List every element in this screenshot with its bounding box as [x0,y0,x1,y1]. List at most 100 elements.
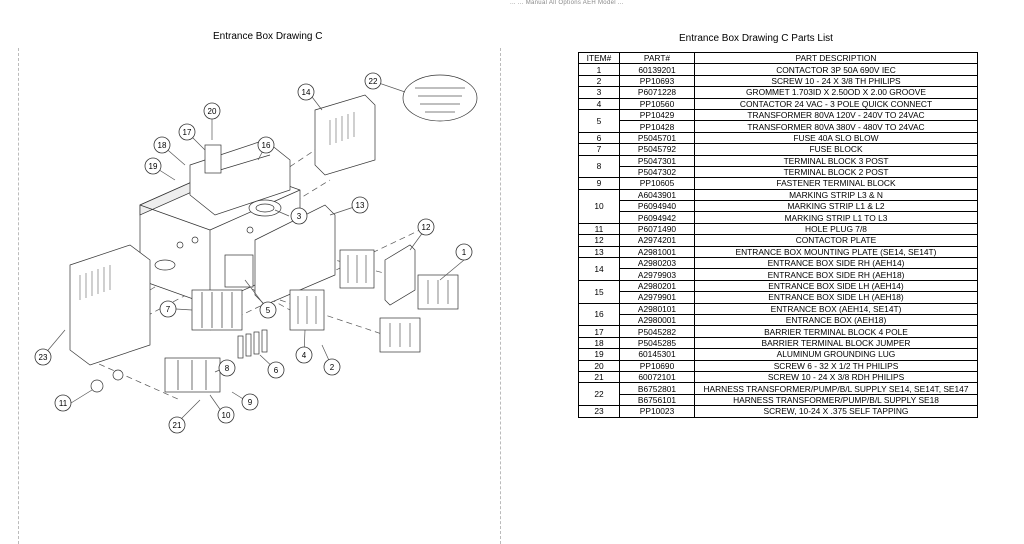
part-number-cell: P5047302 [619,165,695,179]
part-description-cell: TRANSFORMER 80VA 120V - 240V TO 24VAC [694,108,978,122]
fuse-parts [237,329,268,359]
item-number-cell: 19 [578,348,620,361]
part-number-cell: A2979901 [619,291,695,304]
balloon-label: 17 [183,128,192,137]
drawing-title: Entrance Box Drawing C [213,31,323,42]
part-description-cell: ALUMINUM GROUNDING LUG [694,348,978,361]
part-number-cell: P5045285 [619,336,695,350]
item-number-cell: 16 [578,302,620,327]
part-number-cell: A2979903 [619,268,695,281]
balloon-label: 8 [225,364,230,373]
balloon-20: 20 [203,102,221,120]
balloon-label: 20 [208,107,217,116]
part-number-cell: PP10560 [619,97,695,110]
header-description: PART DESCRIPTION [694,51,978,65]
item-number-cell: 4 [578,97,620,110]
header-part-number: PART# [619,51,695,65]
balloon-label: 6 [274,366,279,375]
balloon-16: 16 [257,136,275,154]
terminal-block-part [164,357,221,393]
part-description-cell: TERMINAL BLOCK 3 POST [694,154,978,167]
part-description-cell: CONTACTOR 24 VAC - 3 POLE QUICK CONNECT [694,97,978,110]
part-number-cell: PP10690 [619,359,695,372]
part-description-cell: FASTENER TERMINAL BLOCK [694,177,978,190]
part-description-cell: SCREW 6 - 32 X 1/2 TH PHILIPS [694,359,978,372]
part-number-cell: B6756101 [619,393,695,407]
item-number-cell: 17 [578,325,620,338]
item-number-cell: 21 [578,370,620,384]
balloon-label: 23 [39,353,48,362]
part-number-cell: B6752801 [619,382,695,395]
part-number-cell: PP10429 [619,108,695,122]
part-number-cell: A6043901 [619,188,695,202]
balloon-label: 2 [330,363,335,372]
part-description-cell: ENTRANCE BOX (AEH18) [694,313,978,327]
balloon-18: 18 [153,136,171,154]
balloon-label: 14 [302,88,311,97]
balloon-1: 1 [455,243,473,261]
part-description-cell: MARKING STRIP L3 & N [694,188,978,202]
balloon-label: 11 [59,399,68,408]
hole-plug-part [90,379,104,393]
barrier-terminal-block-part [204,144,222,174]
balloon-17: 17 [178,123,196,141]
part-number-cell: P5047301 [619,154,695,167]
part-number-cell: A2981001 [619,245,695,259]
part-description-cell: ENTRANCE BOX MOUNTING PLATE (SE14, SE14T… [694,245,978,259]
item-number-cell: 3 [578,86,620,99]
part-number-cell: PP10023 [619,405,695,418]
balloon-9: 9 [241,393,259,411]
part-description-cell: GROMMET 1.703ID X 2.50OD X 2.00 GROOVE [694,86,978,99]
part-description-cell: ENTRANCE BOX SIDE RH (AEH18) [694,268,978,281]
balloon-12: 12 [417,218,435,236]
part-description-cell: HARNESS TRANSFORMER/PUMP/B/L SUPPLY SE14… [694,382,978,395]
balloon-label: 5 [266,306,271,315]
balloon-label: 21 [173,421,182,430]
part-number-cell: 60145301 [619,348,695,361]
part-number-cell: P6094942 [619,211,695,224]
balloon-label: 7 [166,305,171,314]
part-description-cell: BARRIER TERMINAL BLOCK JUMPER [694,336,978,350]
item-number-cell: 1 [578,63,620,76]
part-number-cell: PP10605 [619,177,695,190]
contactor-plate-part [384,244,416,306]
part-number-cell: A2980201 [619,279,695,293]
balloon-label: 18 [158,141,167,150]
balloon-19: 19 [144,157,162,175]
transformer-part [224,254,254,288]
balloon-label: 12 [422,223,431,232]
part-description-cell: TRANSFORMER 80VA 380V - 480V TO 24VAC [694,120,978,133]
balloon-2: 2 [323,358,341,376]
item-number-cell: 5 [578,108,620,133]
header-item: ITEM# [578,51,620,65]
part-description-cell: ENTRANCE BOX (AEH14, SE14T) [694,302,978,316]
part-number-cell: P5045701 [619,131,695,145]
item-number-cell: 2 [578,74,620,88]
side-lh-part [69,244,151,366]
part-description-cell: CONTACTOR 3P 50A 690V IEC [694,63,978,76]
balloon-label: 16 [262,141,271,150]
part-number-cell: P6071490 [619,222,695,236]
part-description-cell: TERMINAL BLOCK 2 POST [694,165,978,179]
part-description-cell: HARNESS TRANSFORMER/PUMP/B/L SUPPLY SE18 [694,393,978,407]
part-description-cell: ENTRANCE BOX SIDE RH (AEH14) [694,257,978,270]
part-number-cell: A2974201 [619,234,695,247]
